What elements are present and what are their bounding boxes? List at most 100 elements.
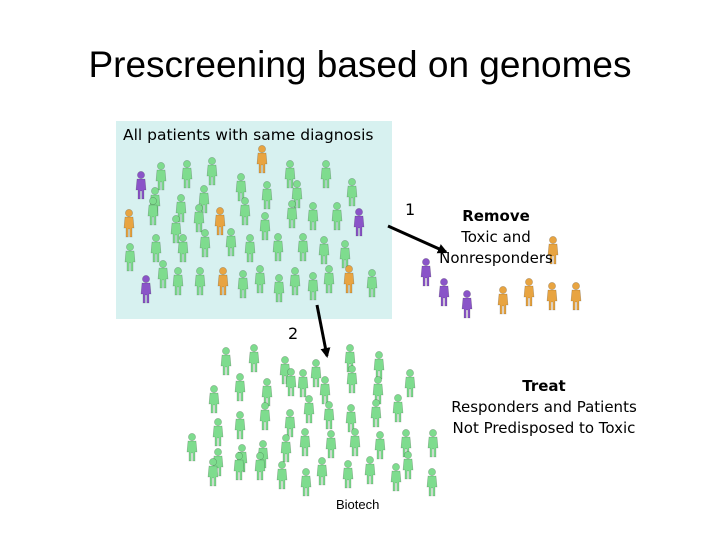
responder-person-icon xyxy=(234,411,246,440)
responder-person-icon xyxy=(346,178,358,207)
responder-person-icon xyxy=(426,468,438,497)
treat-arrow xyxy=(315,304,331,358)
treat-line-2: Not Predisposed to Toxic xyxy=(452,419,636,437)
toxic-person-icon xyxy=(461,290,473,319)
responder-person-icon xyxy=(286,200,298,229)
responder-person-icon xyxy=(285,368,297,397)
responder-person-icon xyxy=(325,430,337,459)
responder-person-icon xyxy=(319,376,331,405)
toxic-person-icon xyxy=(420,258,432,287)
treated-patients xyxy=(186,344,439,497)
step-1-label: 1 xyxy=(405,200,416,219)
responder-person-icon xyxy=(323,401,335,430)
responder-person-icon xyxy=(194,267,206,296)
responder-person-icon xyxy=(364,456,376,485)
responder-person-icon xyxy=(172,267,184,296)
responder-person-icon xyxy=(316,457,328,486)
responder-person-icon xyxy=(318,236,330,265)
responder-person-icon xyxy=(239,197,251,226)
responder-person-icon xyxy=(220,347,232,376)
responder-person-icon xyxy=(331,202,343,231)
responder-person-icon xyxy=(155,162,167,191)
responder-person-icon xyxy=(390,463,402,492)
responder-person-icon xyxy=(404,369,416,398)
pool-patients xyxy=(123,145,378,304)
removed-patients xyxy=(420,236,582,319)
responder-person-icon xyxy=(157,260,169,289)
toxic-person-icon xyxy=(438,278,450,307)
treat-heading: Treat xyxy=(522,377,566,395)
responder-person-icon xyxy=(186,433,198,462)
responder-person-icon xyxy=(372,376,384,405)
responder-person-icon xyxy=(297,233,309,262)
responder-person-icon xyxy=(170,215,182,244)
nonresponder-person-icon xyxy=(256,145,268,174)
remove-line-2: Nonresponders xyxy=(439,249,553,267)
responder-person-icon xyxy=(177,234,189,263)
responder-person-icon xyxy=(339,240,351,269)
remove-caption: Remove Toxic and Nonresponders xyxy=(410,206,582,269)
responder-person-icon xyxy=(259,402,271,431)
responder-person-icon xyxy=(284,160,296,189)
nonresponder-person-icon xyxy=(123,209,135,238)
responder-person-icon xyxy=(345,404,357,433)
toxic-person-icon xyxy=(353,208,365,237)
responder-person-icon xyxy=(307,272,319,301)
toxic-person-icon xyxy=(135,171,147,200)
responder-person-icon xyxy=(374,431,386,460)
toxic-person-icon xyxy=(140,275,152,304)
treat-caption: Treat Responders and Patients Not Predis… xyxy=(440,376,648,439)
responder-person-icon xyxy=(427,429,439,458)
patient-pool-label: All patients with same diagnosis xyxy=(123,126,374,144)
slide-title: Prescreening based on genomes xyxy=(88,44,632,85)
responder-person-icon xyxy=(346,365,358,394)
responder-person-icon xyxy=(276,461,288,490)
responder-person-icon xyxy=(235,173,247,202)
responder-person-icon xyxy=(124,243,136,272)
nonresponder-person-icon xyxy=(343,265,355,294)
responder-person-icon xyxy=(273,274,285,303)
responder-person-icon xyxy=(349,428,361,457)
responder-person-icon xyxy=(284,409,296,438)
source-credit: Biotech xyxy=(336,497,380,512)
step-2-label: 2 xyxy=(288,324,299,343)
responder-person-icon xyxy=(225,228,237,257)
nonresponder-person-icon xyxy=(523,278,535,307)
responder-person-icon xyxy=(244,234,256,263)
responder-person-icon xyxy=(212,418,224,447)
nonresponder-person-icon xyxy=(497,286,509,315)
responder-person-icon xyxy=(280,434,292,463)
nonresponder-person-icon xyxy=(547,236,559,265)
responder-person-icon xyxy=(342,460,354,489)
responder-person-icon xyxy=(320,160,332,189)
responder-person-icon xyxy=(297,369,309,398)
responder-person-icon xyxy=(289,267,301,296)
responder-person-icon xyxy=(254,452,266,481)
nonresponder-person-icon xyxy=(214,207,226,236)
responder-person-icon xyxy=(259,212,271,241)
responder-person-icon xyxy=(344,344,356,373)
responder-person-icon xyxy=(147,197,159,226)
responder-person-icon xyxy=(193,204,205,233)
responder-person-icon xyxy=(373,351,385,380)
nonresponder-person-icon xyxy=(570,282,582,311)
treat-line-1: Responders and Patients xyxy=(451,398,637,416)
responder-person-icon xyxy=(261,181,273,210)
responder-person-icon xyxy=(199,229,211,258)
responder-person-icon xyxy=(234,373,246,402)
responder-person-icon xyxy=(261,378,273,407)
remove-arrow xyxy=(387,224,448,254)
responder-person-icon xyxy=(272,233,284,262)
remove-heading: Remove xyxy=(462,207,530,225)
nonresponder-person-icon xyxy=(546,282,558,311)
responder-person-icon xyxy=(307,202,319,231)
responder-person-icon xyxy=(248,344,260,373)
responder-person-icon xyxy=(370,399,382,428)
responder-person-icon xyxy=(233,452,245,481)
responder-person-icon xyxy=(310,359,322,388)
responder-person-icon xyxy=(402,451,414,480)
responder-person-icon xyxy=(366,269,378,298)
responder-person-icon xyxy=(207,458,219,487)
responder-person-icon xyxy=(392,394,404,423)
